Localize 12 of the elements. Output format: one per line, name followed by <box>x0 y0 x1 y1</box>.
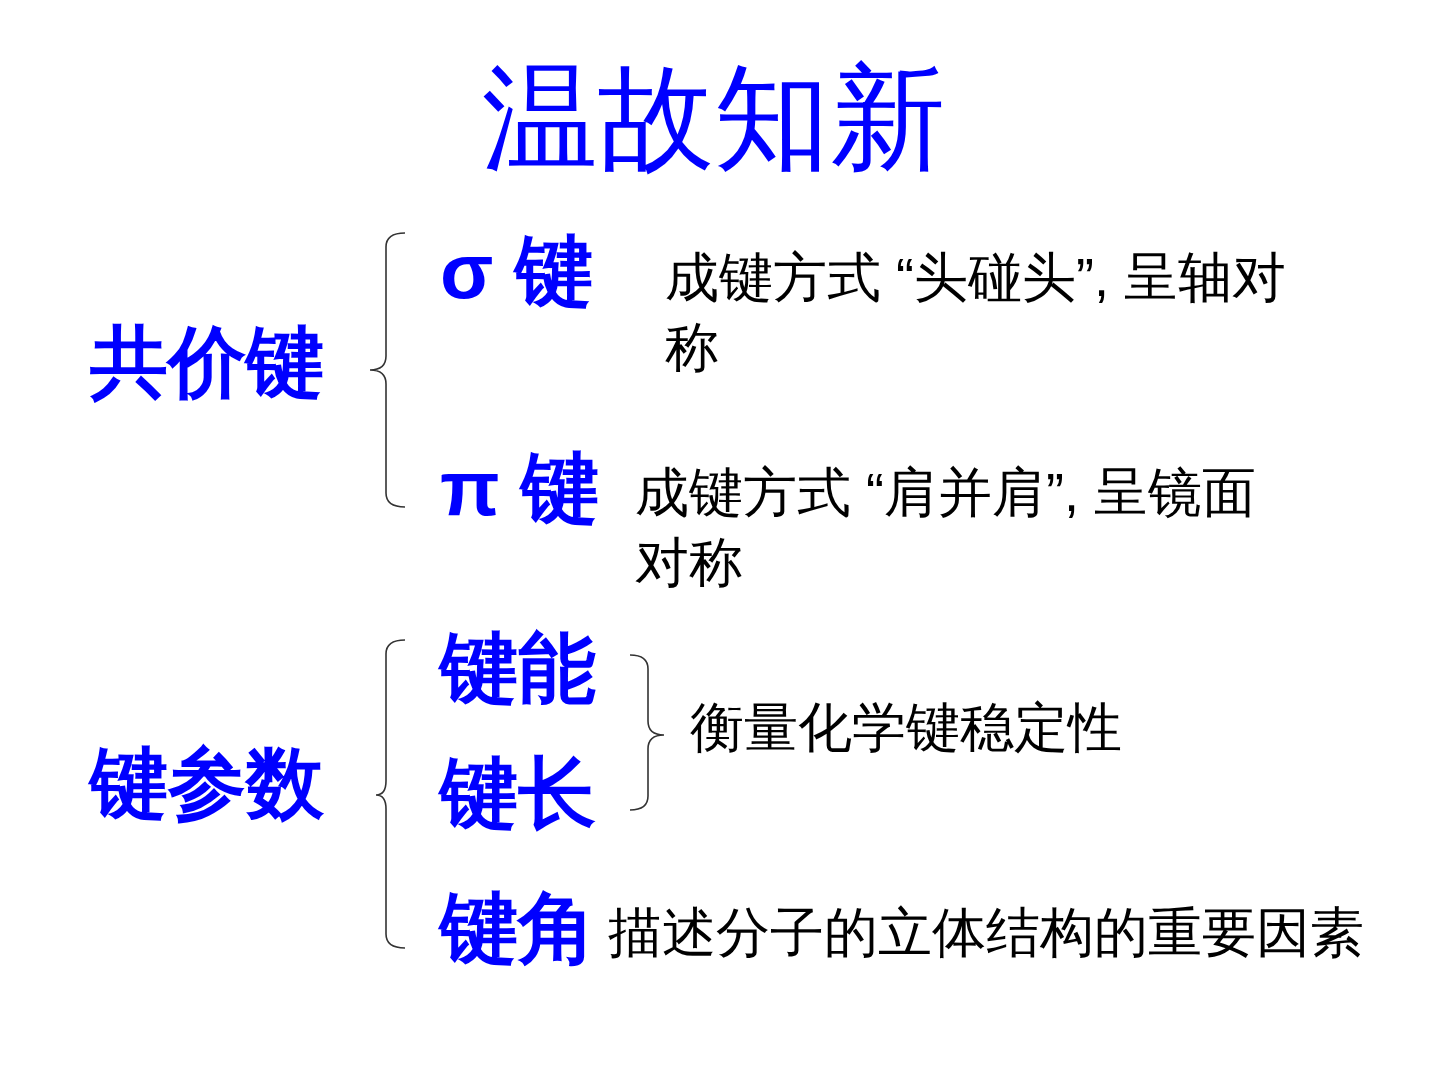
title: 温故知新 <box>482 54 946 185</box>
description-text: 成键方式 “肩并肩”, 呈镜面对称 <box>635 461 1257 594</box>
description-text: 衡量化学键稳定性 <box>690 696 1122 759</box>
topic-heading: 键参数 <box>90 738 324 829</box>
topic-heading: 共价键 <box>90 317 324 408</box>
parameter-label: 键角 <box>440 883 596 974</box>
description-text: 成键方式 “头碰头”, 呈轴对称 <box>665 246 1287 379</box>
parameter-label: 键长 <box>440 748 596 839</box>
bond-type-label: σ 键 <box>440 226 594 317</box>
bond-type-label: π 键 <box>440 443 600 534</box>
description-text: 描述分子的立体结构的重要因素 <box>608 901 1364 964</box>
parameter-label: 键能 <box>440 623 596 714</box>
